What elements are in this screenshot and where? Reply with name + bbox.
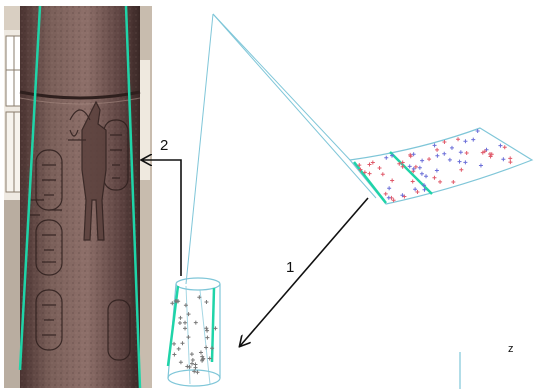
feature-point — [190, 352, 194, 356]
feature-point — [188, 365, 192, 369]
arrow-1-label: 1 — [286, 259, 294, 276]
flat-patch — [350, 128, 532, 204]
feature-point — [190, 362, 194, 366]
feature-point — [186, 335, 190, 339]
feature-point — [205, 329, 209, 333]
feature-point — [172, 342, 176, 346]
feature-point — [204, 346, 208, 350]
cylinder-seam-2 — [212, 288, 214, 362]
feature-point — [194, 321, 198, 325]
feature-point — [178, 316, 182, 320]
feature-point — [205, 336, 209, 340]
feature-point — [199, 350, 203, 354]
feature-point — [183, 326, 187, 330]
feature-point — [178, 321, 182, 325]
feature-point — [191, 358, 195, 362]
feature-point — [179, 360, 183, 364]
column-photo — [4, 6, 152, 388]
feature-point — [204, 300, 208, 304]
feature-point — [204, 326, 208, 330]
feature-point — [193, 362, 197, 366]
feature-point — [180, 341, 184, 345]
cylinder-seam-1 — [168, 286, 178, 366]
feature-point — [172, 353, 176, 357]
cylinder-model — [168, 278, 220, 386]
feature-point — [183, 321, 187, 325]
feature-point — [177, 347, 181, 351]
cylinder-feature-points — [170, 295, 217, 374]
arrow-2-label: 2 — [160, 137, 168, 154]
arrow-1 — [240, 198, 368, 346]
projection-lines — [186, 14, 376, 284]
axis-mark-label: z — [508, 343, 514, 355]
